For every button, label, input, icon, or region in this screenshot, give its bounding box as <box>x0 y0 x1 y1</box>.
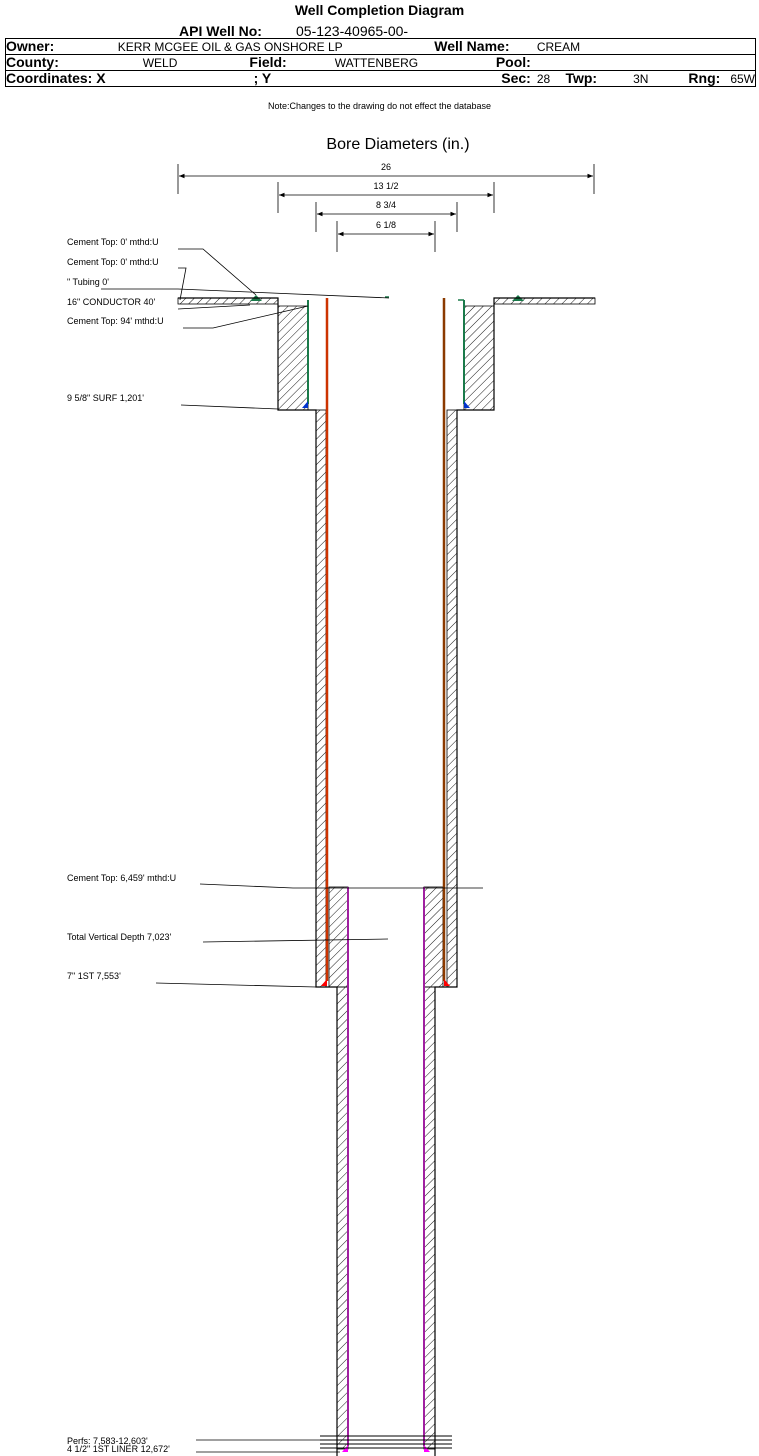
pool-label: Pool: <box>495 54 531 70</box>
callout-conductor: 16" CONDUCTOR 40' <box>67 297 156 307</box>
bore-label-13-1-2: 13 1/2 <box>373 181 398 191</box>
rng-value: 65W <box>730 72 755 86</box>
callout-liner: 4 1/2" 1ST LINER 12,672' <box>67 1444 170 1454</box>
bore-label-6-1-8: 6 1/8 <box>376 220 396 230</box>
callout-labels: Cement Top: 0' mthd:U Cement Top: 0' mth… <box>67 237 176 1454</box>
callout-cement-top-94: Cement Top: 94' mthd:U <box>67 316 164 326</box>
surface-casing <box>302 300 470 408</box>
intermediate-casing <box>321 298 450 986</box>
bore-dimension-8-3-4: 8 3/4 <box>315 200 458 232</box>
intermediate-shoe-right <box>444 979 450 986</box>
surface-shoe-left <box>302 401 308 408</box>
sec-value: 28 <box>536 71 551 86</box>
intermediate-shoe-left <box>321 979 327 986</box>
bore-dimension-26: 26 <box>177 162 595 194</box>
callout-perfs: Perfs: 7,583-12,603' <box>67 1436 148 1446</box>
owner-label: Owner: <box>6 38 55 54</box>
callout-cement-top-0-b: Cement Top: 0' mthd:U <box>67 257 159 267</box>
bore-dimension-13-1-2: 13 1/2 <box>277 181 495 213</box>
well-name-value: CREAM <box>536 39 581 54</box>
api-value: 05-123-40965-00- <box>296 23 409 39</box>
surface-shoe-right <box>464 401 470 408</box>
liner-hole-cement <box>328 886 444 1450</box>
callout-intermediate-casing: 7" 1ST 7,553' <box>67 971 121 981</box>
bore-label-8-3-4: 8 3/4 <box>376 200 396 210</box>
callout-cement-top-0-a: Cement Top: 0' mthd:U <box>67 237 159 247</box>
county-value: WELD <box>142 56 178 70</box>
callout-total-vertical-depth: Total Vertical Depth 7,023' <box>67 932 172 942</box>
header-row-coordinates: Coordinates: X ; Y Sec: 28 Twp: 3N Rng: 65W <box>5 70 757 87</box>
header-row-county: County: WELD Field: WATTENBERG Pool: <box>4 54 756 71</box>
callout-tubing: " Tubing 0' <box>67 277 109 287</box>
bore-label-26: 26 <box>381 162 391 172</box>
well-name-label: Well Name: <box>434 38 510 54</box>
api-label: API Well No: <box>179 23 262 39</box>
sec-label: Sec: <box>501 70 531 86</box>
liner-casing <box>342 887 430 1452</box>
bore-dimension-6-1-8: 6 1/8 <box>336 220 436 252</box>
rng-label: Rng: <box>688 70 721 86</box>
callout-cement-top-6459: Cement Top: 6,459' mthd:U <box>67 873 176 883</box>
well-header-table: Owner: KERR MCGEE OIL & GAS ONSHORE LP W… <box>4 38 757 87</box>
field-value: WATTENBERG <box>334 56 419 70</box>
twp-label: Twp: <box>565 70 598 86</box>
field-label: Field: <box>249 54 287 70</box>
intermediate-hole-cement <box>315 409 458 988</box>
callout-leader-lines <box>101 248 483 1453</box>
surface-hole-cement <box>277 305 495 411</box>
callout-surface-casing: 9 5/8" SURF 1,201' <box>67 393 144 403</box>
perforations <box>320 1435 452 1449</box>
borehole-wall <box>178 297 595 1456</box>
county-label: County: <box>6 54 59 70</box>
owner-value: KERR MCGEE OIL & GAS ONSHORE LP <box>117 39 343 54</box>
bore-diameters-title: Bore Diameters (in.) <box>326 136 469 153</box>
database-note: Note:Changes to the drawing do not effec… <box>268 101 491 111</box>
coordinates-x-label: Coordinates: X <box>6 70 106 86</box>
coordinates-y-label: ; Y <box>253 70 272 86</box>
diagram-title: Well Completion Diagram <box>294 2 465 18</box>
twp-value: 3N <box>633 72 649 86</box>
